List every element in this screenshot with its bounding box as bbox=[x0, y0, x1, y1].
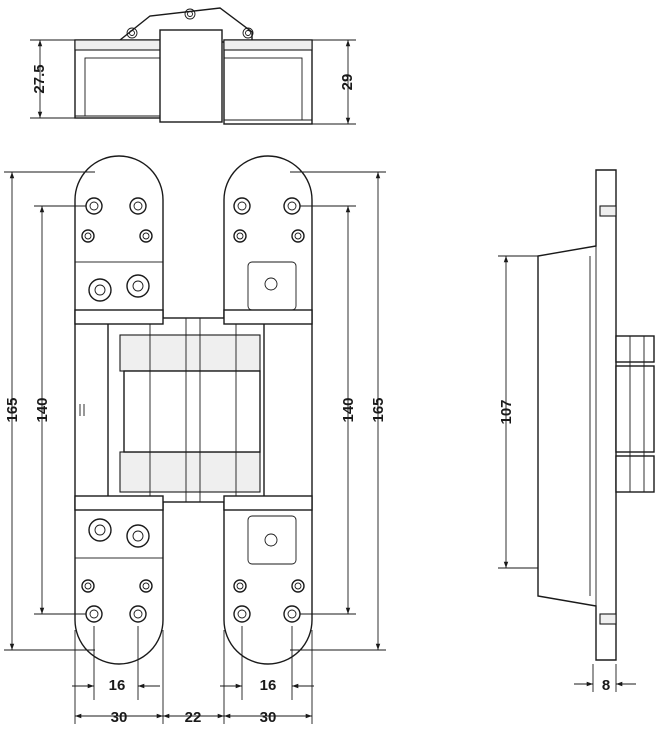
label-hole-spacing-left: 16 bbox=[109, 677, 126, 694]
label-side-height: 107 bbox=[498, 399, 515, 424]
label-right-hole-pitch: 140 bbox=[340, 397, 357, 422]
front-view-right-leaf bbox=[223, 155, 313, 665]
dimension-right-hole-pitch bbox=[300, 205, 356, 615]
dimension-overall-width bbox=[74, 630, 313, 724]
dimension-side-height bbox=[498, 255, 538, 569]
label-left-outer-length: 165 bbox=[4, 397, 21, 422]
label-side-thickness: 8 bbox=[602, 677, 610, 694]
dimension-top-left bbox=[30, 39, 75, 119]
dimension-left-outer-length bbox=[4, 171, 95, 651]
label-width-right: 30 bbox=[260, 709, 277, 726]
label-right-outer-length: 165 bbox=[370, 397, 387, 422]
front-view-central-mechanism bbox=[74, 309, 313, 511]
top-view bbox=[74, 7, 313, 125]
label-left-hole-pitch: 140 bbox=[34, 397, 51, 422]
dimension-top-right bbox=[312, 39, 356, 125]
label-top-right-height: 29 bbox=[339, 74, 356, 91]
label-hole-spacing-right: 16 bbox=[260, 677, 277, 694]
label-gap-middle: 22 bbox=[185, 709, 202, 726]
dimension-hole-spacing-left bbox=[72, 626, 160, 700]
label-width-left: 30 bbox=[111, 709, 128, 726]
dimension-right-outer-length bbox=[290, 171, 386, 651]
side-view bbox=[537, 169, 655, 661]
dimension-side-thickness bbox=[574, 664, 636, 692]
label-top-left-height: 27.5 bbox=[31, 64, 48, 93]
dimension-left-hole-pitch bbox=[34, 205, 86, 615]
